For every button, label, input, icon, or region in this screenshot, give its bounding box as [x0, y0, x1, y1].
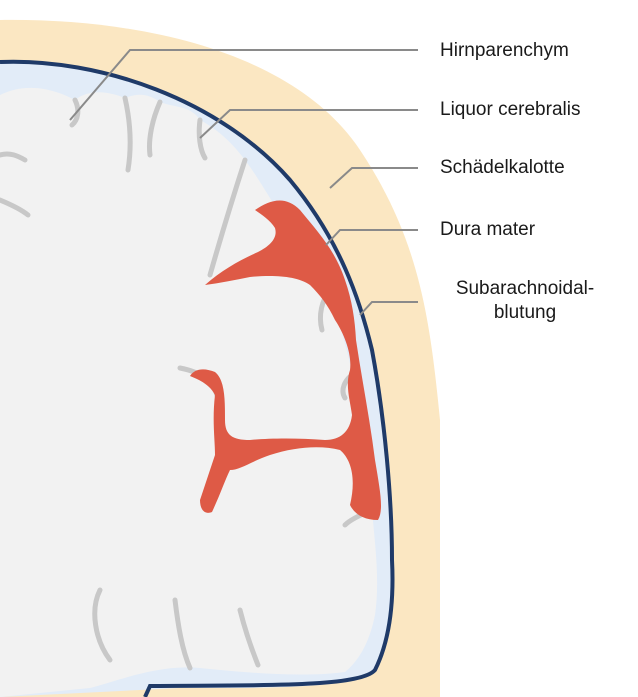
label-schaedelkalotte: Schädelkalotte [440, 156, 565, 180]
label-sab-line2: blutung [440, 301, 610, 325]
label-sab-line1: Subarachnoidal- [440, 277, 610, 301]
label-liquor-cerebralis: Liquor cerebralis [440, 98, 580, 122]
label-dura-mater: Dura mater [440, 218, 535, 242]
label-hirnparenchym: Hirnparenchym [440, 39, 569, 63]
label-subarachnoidalblutung: Subarachnoidal- blutung [440, 277, 610, 325]
